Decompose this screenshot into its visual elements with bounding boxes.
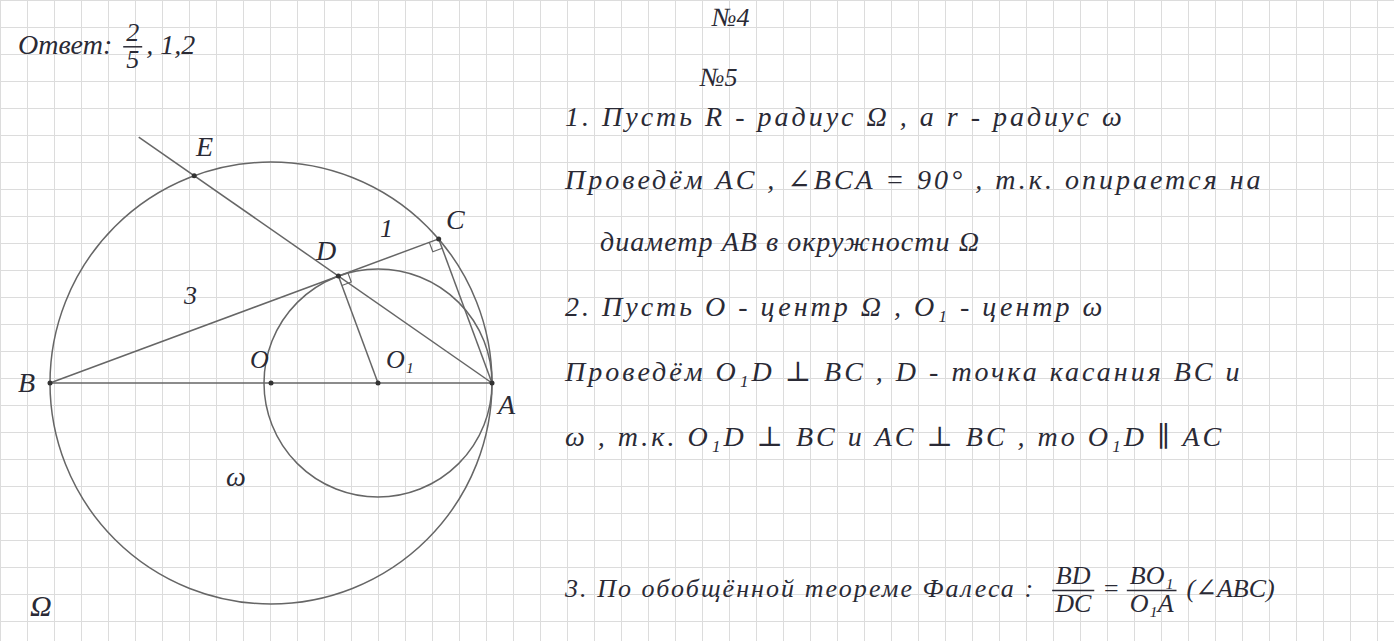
solution-line: 2. Пусть O - центр Ω , O₁ - центр ω	[565, 290, 1105, 324]
angle-note: (∠ABC)	[1187, 573, 1275, 604]
solution-line: Проведём O₁D ⊥ BC , D - точка касания BC…	[565, 355, 1242, 389]
answer-label: Ответ:	[18, 28, 112, 62]
solution-line: 1. Пусть R - радиус Ω , а r - радиус ω	[565, 100, 1125, 134]
right-angle-mark	[342, 273, 351, 286]
point-dot	[436, 236, 441, 241]
fraction-part: 2	[126, 17, 139, 48]
point-dot	[269, 381, 274, 386]
point-label: A	[498, 388, 515, 422]
length-label: 3	[184, 280, 197, 311]
solution-line: 3. По обобщённой теореме Фалеса :	[565, 573, 1035, 604]
point-label: C	[446, 203, 465, 237]
right-angle-mark	[429, 242, 442, 251]
point-label: E	[196, 130, 213, 164]
solution-line: диаметр AB в окружности Ω	[600, 225, 980, 259]
point-label: O	[250, 344, 269, 375]
circle-label: Ω	[30, 588, 52, 624]
fraction-part: BO₁	[1130, 560, 1174, 591]
radius-line	[338, 276, 378, 383]
solution-line: Проведём AC , ∠BCA = 90° , т.к. опираетс…	[565, 163, 1264, 197]
circle-label: ω	[226, 460, 246, 494]
point-dot	[48, 381, 53, 386]
point-dot	[336, 274, 341, 279]
point-label: O₁	[386, 344, 414, 375]
equals-sign: =	[1102, 573, 1120, 604]
point-dot	[376, 381, 381, 386]
fraction-part: BD	[1056, 560, 1091, 591]
fraction-part: O₁A	[1130, 588, 1174, 619]
length-label: 1	[380, 213, 393, 244]
point-label: B	[18, 366, 35, 400]
point-dot	[192, 173, 197, 178]
problem-number: №5	[700, 62, 738, 93]
fraction-part: DC	[1055, 588, 1091, 619]
point-dot	[490, 381, 495, 386]
chord-line	[50, 239, 439, 383]
solution-line: ω , т.к. O₁D ⊥ BC и AC ⊥ BC , то O₁D ∥ A…	[565, 420, 1224, 454]
fraction-part: 5	[126, 44, 139, 75]
answer-value: , 1,2	[146, 28, 195, 62]
point-label: D	[316, 234, 336, 268]
secant-line	[139, 137, 492, 383]
problem-number: №4	[712, 2, 750, 33]
chord-line	[439, 239, 492, 383]
